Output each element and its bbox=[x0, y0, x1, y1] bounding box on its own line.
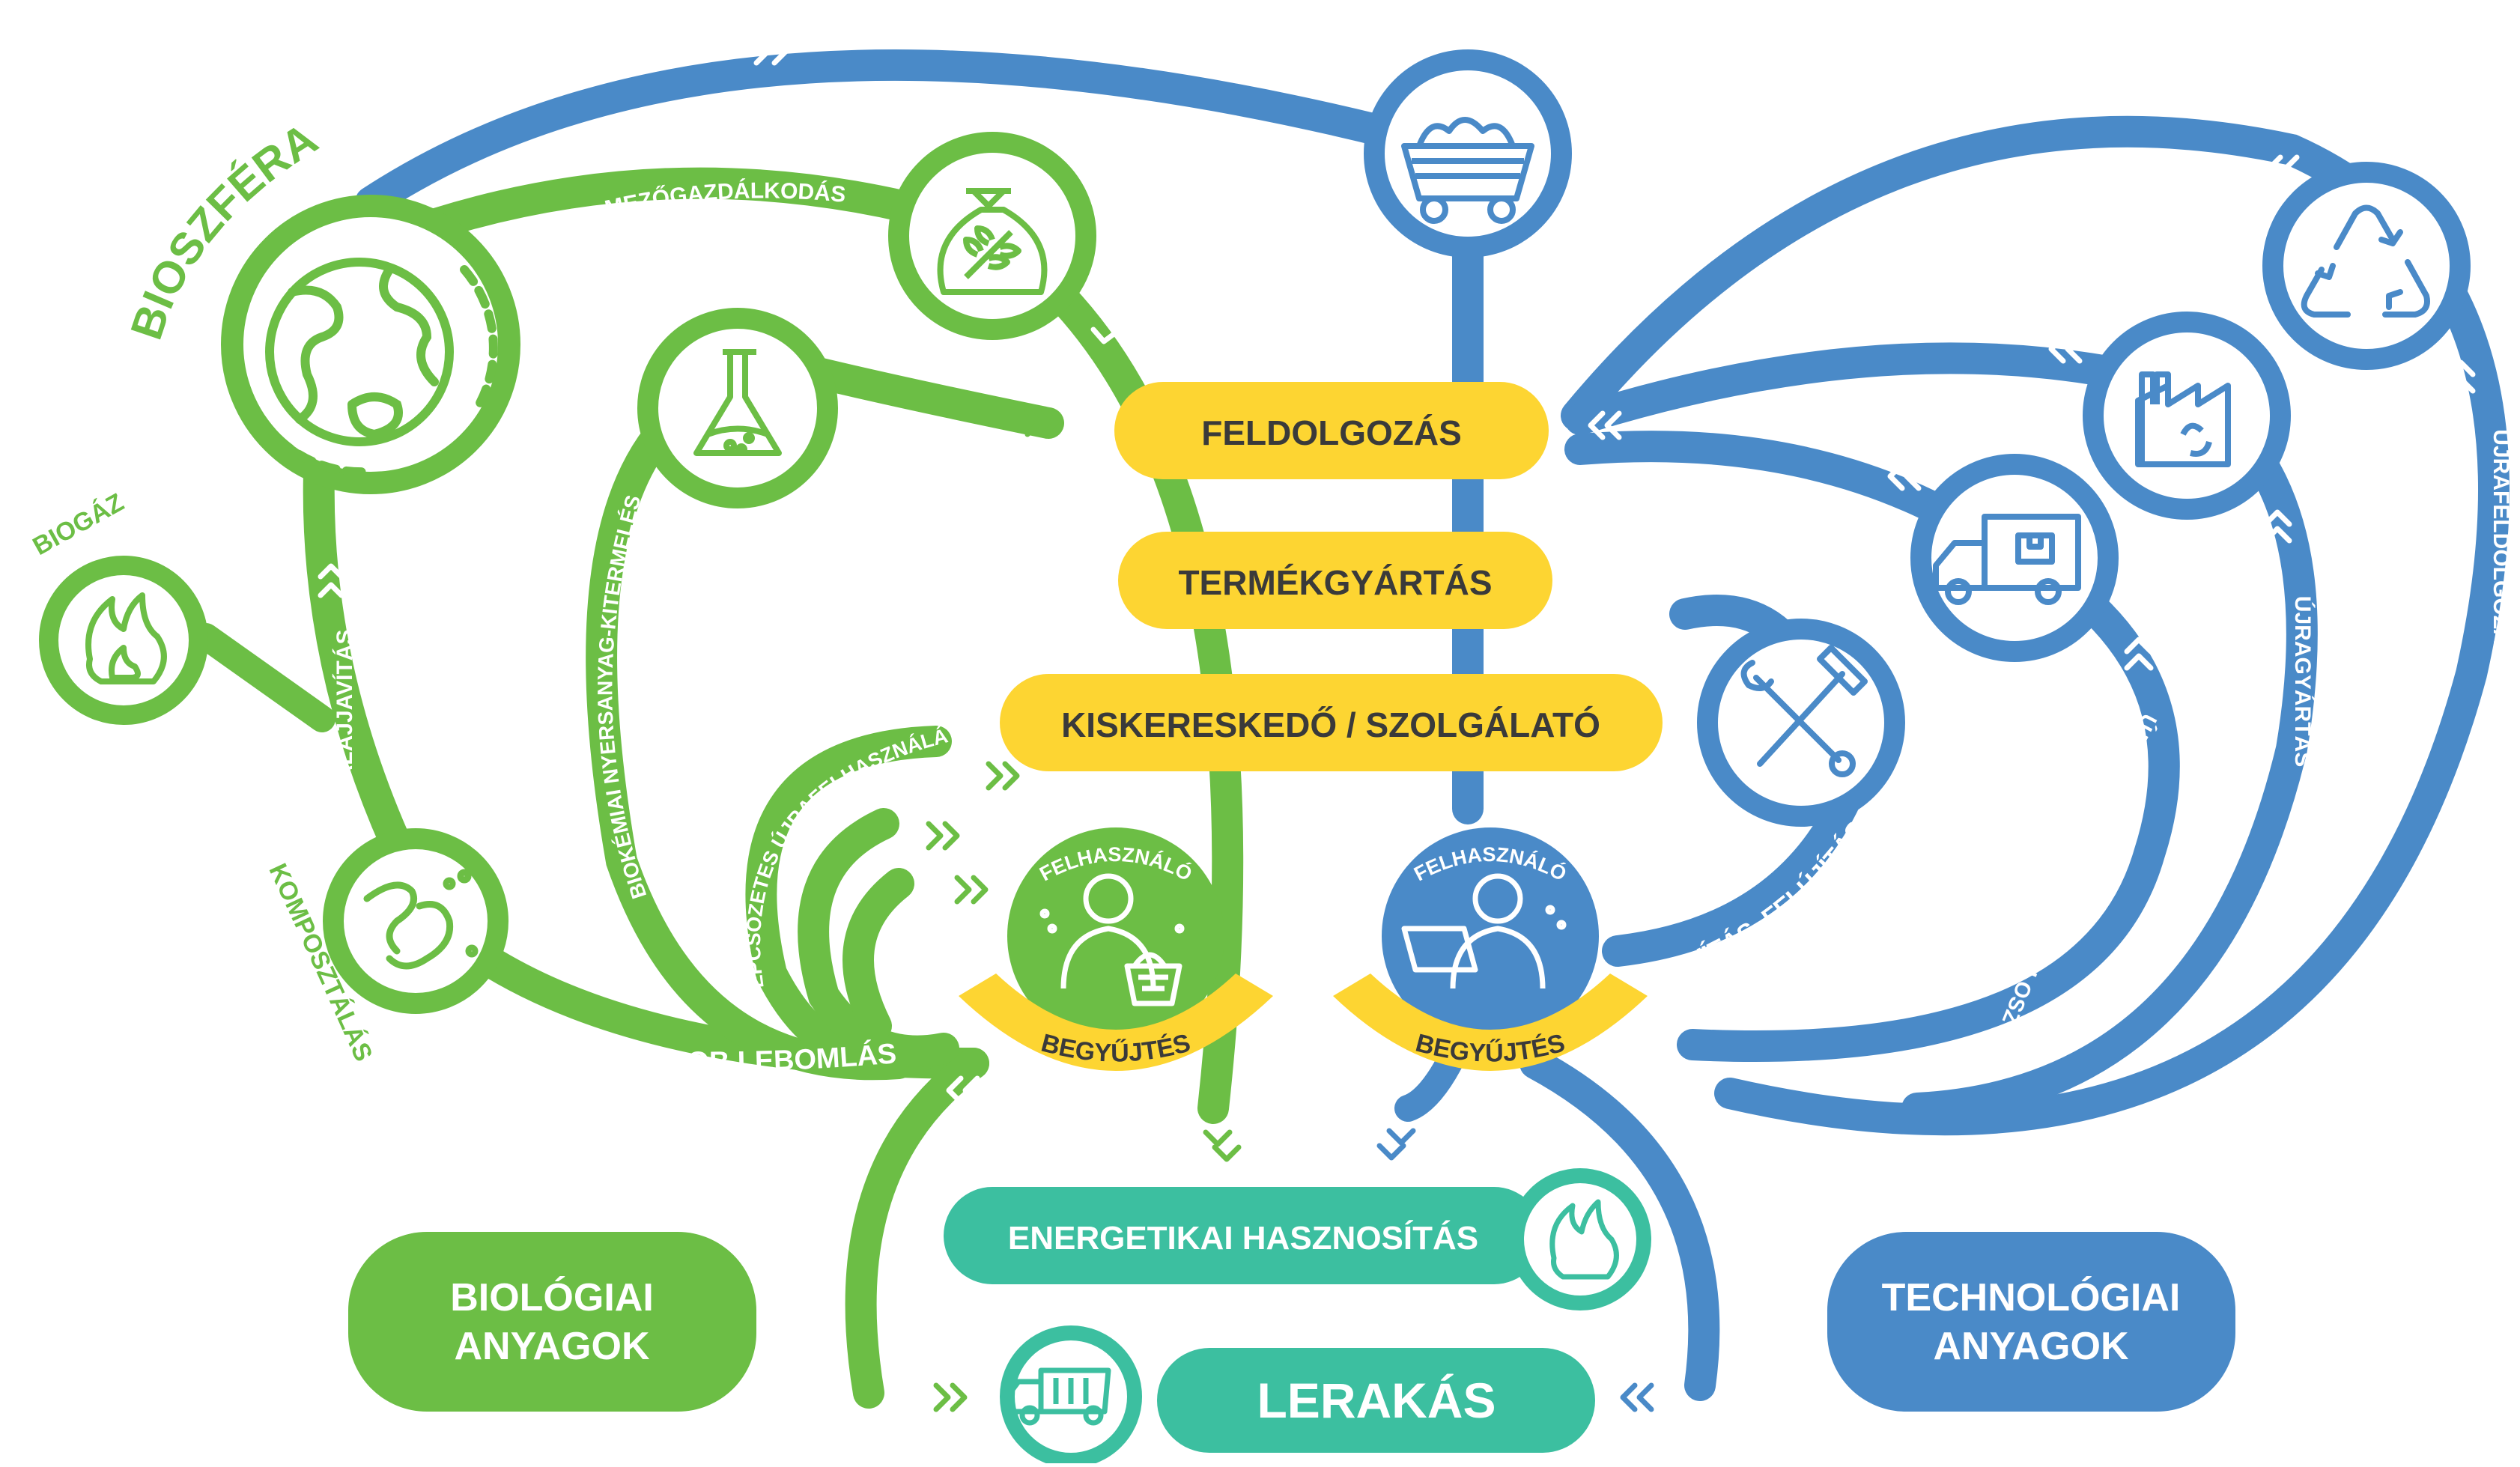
energy-recovery: ENERGETIKAI HASZNOSÍTÁS bbox=[944, 1168, 1651, 1310]
flame-icon bbox=[1549, 1199, 1619, 1280]
arrow-to-feldolgozas bbox=[1024, 407, 1059, 437]
tools-icon bbox=[1740, 645, 1868, 777]
arrow-blue-energy bbox=[1376, 1128, 1416, 1161]
blue-user-node: FELHASZNÁLÓ bbox=[1382, 827, 1599, 1045]
label-talajjavitas: TALAJJAVÍTÁS bbox=[332, 630, 357, 794]
stage-kiskereskedo-label: KISKERESKEDŐ / SZOLGÁLATÓ bbox=[1061, 705, 1600, 744]
recycle-icon bbox=[2301, 204, 2430, 318]
mining-path bbox=[355, 49, 1484, 218]
factory-icon bbox=[2135, 371, 2231, 467]
biosphere-node bbox=[221, 195, 520, 494]
arrow-cascade-1 bbox=[986, 761, 1020, 791]
grain-sack-icon bbox=[937, 188, 1048, 295]
label-biogaz: BIOGÁZ bbox=[28, 488, 129, 561]
ujrafeldolgozas-loop bbox=[1561, 115, 2510, 1136]
blue-collect-down bbox=[1519, 1048, 1720, 1401]
bio-materials-line2: ANYAGOK bbox=[454, 1325, 649, 1368]
arrow-blue-collect bbox=[1622, 1034, 1652, 1067]
arrow-talaj bbox=[318, 563, 344, 598]
collection-arc-blue: BEGYŰJTÉS bbox=[1333, 974, 1648, 1071]
arrow-blue-lerakas bbox=[1620, 1382, 1654, 1412]
bio-materials-line1: BIOLÓGIAI bbox=[450, 1276, 654, 1319]
stage-termekgyartas-label: TERMÉKGYÁRTÁS bbox=[1178, 563, 1492, 602]
arrow-green-collect bbox=[946, 1075, 980, 1105]
agriculture-node bbox=[888, 132, 1096, 340]
flow-arrows bbox=[318, 36, 2476, 1412]
arrow-mezo bbox=[547, 216, 579, 247]
factory-node bbox=[2083, 312, 2291, 520]
arrow-cascade-3 bbox=[954, 875, 989, 905]
cascade-loop-2 bbox=[798, 808, 959, 1067]
technical-cycle-paths bbox=[355, 49, 2510, 1401]
garbage-truck-icon bbox=[1004, 1367, 1111, 1426]
landfill-label: LERAKÁS bbox=[1257, 1373, 1496, 1428]
arrow-ujrahasz bbox=[1887, 461, 1922, 491]
tech-materials-line2: ANYAGOK bbox=[1933, 1325, 2128, 1368]
technical-materials-box: TECHNOLÓGIAI ANYAGOK bbox=[1827, 1232, 2235, 1412]
energy-recovery-label: ENERGETIKAI HASZNOSÍTÁS bbox=[1008, 1219, 1478, 1257]
person-laptop-icon bbox=[1401, 873, 1567, 989]
arrow-agri-down bbox=[1090, 312, 1132, 344]
label-banyaszat: BÁNYÁSZAT/GYÁRTÁS bbox=[786, 24, 1057, 55]
arrow-ujragy bbox=[2048, 334, 2083, 364]
arrow-ujrafeld bbox=[2265, 154, 2300, 184]
arrow-green-lerakas bbox=[933, 1382, 968, 1412]
stage-feldolgozas: FELDOLGOZÁS bbox=[1114, 382, 1549, 479]
biochem-node bbox=[637, 308, 838, 508]
biogas-node bbox=[39, 556, 208, 725]
arrow-ujragy-2 bbox=[2262, 509, 2292, 544]
stage-kiskereskedo: KISKERESKEDŐ / SZOLGÁLATÓ bbox=[1000, 674, 1663, 771]
worms-icon bbox=[363, 869, 479, 970]
truck-node bbox=[1910, 454, 2119, 662]
stage-termekgyartas: TERMÉKGYÁRTÁS bbox=[1118, 532, 1552, 629]
arrow-cascade-2 bbox=[926, 821, 960, 851]
ujrahasznalat-loop bbox=[1564, 431, 2180, 1063]
arrow-banyaszat bbox=[753, 36, 789, 66]
biological-materials-box: BIOLÓGIAI ANYAGOK bbox=[348, 1232, 756, 1412]
delivery-truck-icon bbox=[1933, 514, 2081, 605]
flask-icon bbox=[693, 349, 782, 456]
tech-materials-line1: TECHNOLÓGIAI bbox=[1882, 1276, 2181, 1319]
biogas-link bbox=[192, 623, 336, 732]
green-user-node: FELHASZNÁLÓ bbox=[1007, 827, 1224, 1045]
repair-node bbox=[1697, 619, 1905, 827]
label-ujrafeldolgozas: ÚJRAFELDOLGOZÁS bbox=[2489, 429, 2514, 660]
flame-icon bbox=[85, 592, 167, 684]
cascade-loop-1 bbox=[745, 726, 952, 1076]
recycling-node bbox=[2262, 162, 2471, 370]
arrow-ujrahasz-2 bbox=[2124, 637, 2154, 671]
biochem-loop bbox=[586, 350, 1064, 1081]
stage-feldolgozas-label: FELDOLGOZÁS bbox=[1201, 413, 1462, 452]
label-ujragyartas: ÚJRAGYÁRTÁS bbox=[2290, 596, 2316, 767]
arrow-to-feldolgozas-blue bbox=[1588, 410, 1622, 440]
cascade-loop-3 bbox=[842, 868, 914, 1042]
person-basket-icon bbox=[1039, 873, 1185, 1006]
green-collect-down bbox=[845, 1048, 989, 1409]
mining-node bbox=[1364, 49, 1572, 258]
compost-node bbox=[323, 828, 508, 1014]
landfill: LERAKÁS bbox=[1000, 1325, 1595, 1467]
minecart-icon bbox=[1401, 117, 1534, 224]
arrow-ujrafeld-2 bbox=[2446, 359, 2476, 394]
arrow-green-energy bbox=[1203, 1129, 1242, 1162]
collection-arc-green: BEGYŰJTÉS bbox=[959, 974, 1273, 1071]
earth-icon bbox=[258, 258, 498, 477]
